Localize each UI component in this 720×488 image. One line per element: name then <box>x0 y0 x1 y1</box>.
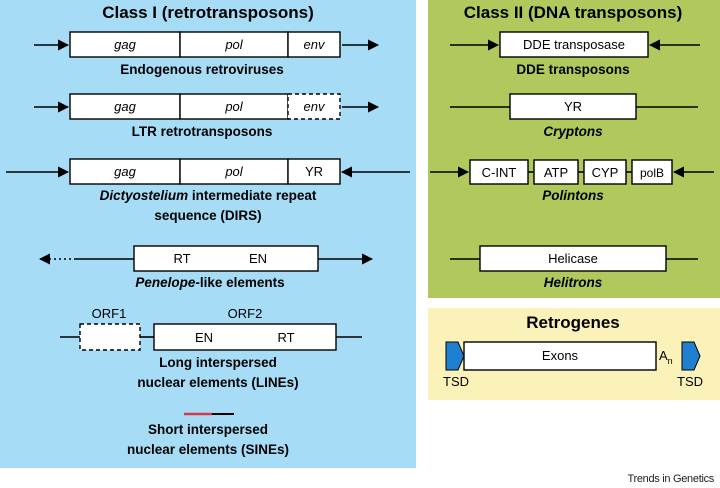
lines-caption-line2: nuclear elements (LINEs) <box>137 375 298 390</box>
sines-caption-line2: nuclear elements (SINEs) <box>127 442 289 457</box>
dirs-pol-label: pol <box>224 164 243 179</box>
exons-box <box>463 341 657 371</box>
polya-tail-a: A <box>659 348 668 363</box>
lines-orf1-box-dashed <box>79 323 141 351</box>
dirs-yr-label: YR <box>305 164 323 179</box>
dirs-pol-box <box>179 158 289 185</box>
helitrons-element: Helicase Helitrons <box>450 245 698 290</box>
penelope-caption-italic: Penelope <box>135 275 196 290</box>
lines-rt-label: RT <box>277 330 294 345</box>
ltr-pol-label: pol <box>224 99 243 114</box>
penelope-caption: Penelope-like elements <box>135 275 284 290</box>
penelope-caption-rest: -like elements <box>195 275 284 290</box>
dde-box <box>499 31 649 58</box>
polintons-caption: Polintons <box>542 188 604 203</box>
dirs-caption-italic: Dictyostelium <box>100 188 189 203</box>
ltr-gag-label: gag <box>114 99 136 114</box>
ltr-env-box-dashed <box>287 93 341 120</box>
polintons-element: C-INT ATP CYP polB Polintons <box>430 159 714 203</box>
helitrons-box-label: Helicase <box>548 251 598 266</box>
dirs-gag-label: gag <box>114 164 136 179</box>
lines-orf1-label: ORF1 <box>92 306 127 321</box>
ltr-element: gag pol env LTR retrotransposons <box>34 93 380 139</box>
class1-panel: Class I (retrotransposons) gag pol env E… <box>0 0 416 468</box>
cryptons-element: YR Cryptons <box>450 93 698 139</box>
erv-element: gag pol env Endogenous retroviruses <box>34 31 380 77</box>
tsd-left-label: TSD <box>443 374 469 389</box>
helitrons-caption: Helitrons <box>544 275 603 290</box>
polintons-atp-label: ATP <box>544 165 568 180</box>
helitrons-box <box>479 245 667 272</box>
dirs-caption-rest: intermediate repeat <box>188 188 317 203</box>
dirs-caption-line1: Dictyostelium intermediate repeat <box>100 188 317 203</box>
tsd-right-marker <box>681 341 701 371</box>
lines-element: ORF1 ORF2 EN RT Long interspersed nuclea… <box>60 306 362 390</box>
class1-title: Class I (retrotransposons) <box>102 3 314 22</box>
dde-box-label: DDE transposase <box>523 37 625 52</box>
tsd-right-label: TSD <box>677 374 703 389</box>
class2-panel: Class II (DNA transposons) DDE transposa… <box>428 0 720 298</box>
lines-orf2-box <box>153 323 337 351</box>
polya-tail-label: An <box>659 348 673 366</box>
dirs-yr-box <box>287 158 341 185</box>
dde-element: DDE transposase DDE transposons <box>450 31 700 77</box>
dirs-gag-box <box>69 158 181 185</box>
penelope-rt-label: RT <box>173 251 190 266</box>
class1-background <box>0 0 416 468</box>
class2-title: Class II (DNA transposons) <box>464 3 683 22</box>
cryptons-caption: Cryptons <box>543 124 603 139</box>
polintons-polb-label: polB <box>640 166 664 180</box>
erv-caption: Endogenous retroviruses <box>120 62 284 77</box>
tsd-left-marker <box>445 341 465 371</box>
erv-env-box <box>287 31 341 58</box>
ltr-caption: LTR retrotransposons <box>132 124 273 139</box>
retrogenes-panel: Retrogenes Exons An TSD TSD <box>428 308 720 400</box>
lines-en-label: EN <box>195 330 213 345</box>
polintons-cint-box <box>469 159 529 185</box>
erv-pol-label: pol <box>224 37 243 52</box>
penelope-element: RT EN Penelope-like elements <box>38 245 374 290</box>
journal-credit: Trends in Genetics <box>627 473 714 485</box>
polintons-atp-box <box>533 159 579 185</box>
lines-orf2-label: ORF2 <box>228 306 263 321</box>
dirs-element: gag pol YR Dictyostelium intermediate re… <box>6 158 410 223</box>
polya-tail-subscript: n <box>668 356 673 366</box>
polintons-cyp-box <box>583 159 627 185</box>
polintons-cyp-label: CYP <box>592 165 619 180</box>
erv-env-label: env <box>304 37 326 52</box>
dde-caption: DDE transposons <box>516 62 629 77</box>
cryptons-box-label: YR <box>564 99 582 114</box>
ltr-pol-box <box>179 93 289 120</box>
penelope-en-label: EN <box>249 251 267 266</box>
polintons-polb-box <box>631 159 673 185</box>
penelope-box <box>133 245 319 272</box>
retrogenes-title: Retrogenes <box>526 313 620 332</box>
cryptons-box <box>509 93 637 120</box>
dirs-caption-line2: sequence (DIRS) <box>154 208 261 223</box>
lines-caption-line1: Long interspersed <box>159 355 277 370</box>
sines-caption-line1: Short interspersed <box>148 422 268 437</box>
erv-gag-label: gag <box>114 37 136 52</box>
ltr-env-label: env <box>304 99 326 114</box>
exons-label: Exons <box>542 348 579 363</box>
polintons-cint-label: C-INT <box>482 165 517 180</box>
sines-element: Short interspersed nuclear elements (SIN… <box>127 412 289 457</box>
